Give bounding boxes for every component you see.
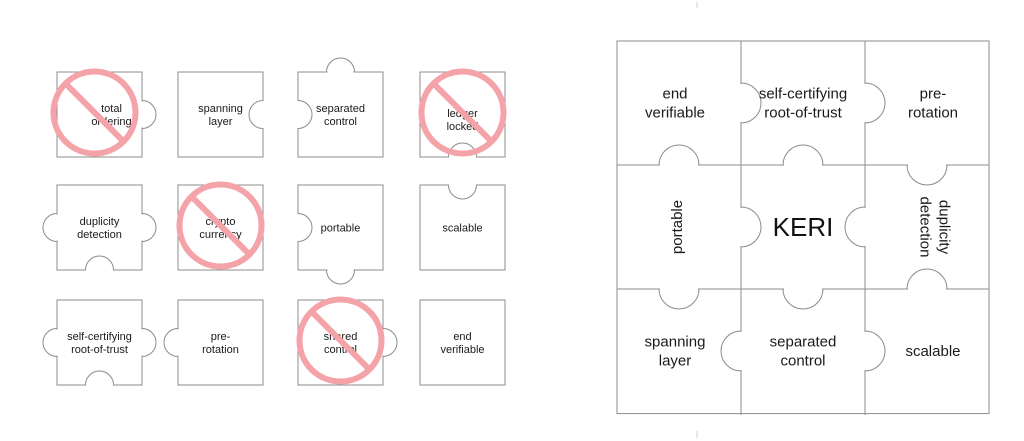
puzzle-piece-label: separated: [770, 334, 837, 351]
puzzle-knobs: [658, 82, 948, 372]
puzzle-piece-spanning-layer: spanning layer: [645, 334, 706, 370]
puzzle-piece-label: end: [662, 86, 687, 103]
puzzle-piece-label: control: [780, 353, 825, 370]
piece-scalable: scalable: [419, 169, 506, 271]
puzzle-piece-label: layer: [659, 353, 692, 370]
keri-assembled-puzzle: end verifiable self-certifying root-of-trus…: [616, 40, 990, 415]
piece-label: spanning: [198, 103, 243, 115]
candidate-pieces-grid: totalorderingspanninglayerseparatedcontr…: [42, 57, 507, 402]
puzzle-frame: [616, 40, 990, 415]
puzzle-piece-label: duplicity: [936, 200, 953, 255]
piece-label: self-certifying: [67, 331, 132, 343]
puzzle-piece-label: portable: [669, 200, 686, 254]
puzzle-piece-scalable: scalable: [905, 343, 960, 360]
puzzle-piece-label: root-of-trust: [764, 105, 842, 122]
keri-label: KERI: [773, 212, 834, 242]
puzzle-piece-label: rotation: [908, 105, 958, 122]
piece-label: portable: [321, 223, 361, 235]
piece-portable: portable: [282, 184, 384, 285]
puzzle-piece-keri: KERI: [773, 212, 834, 242]
piece-label: root-of-trust: [71, 344, 128, 356]
piece-label: end: [453, 331, 471, 343]
piece-label: control: [324, 116, 357, 128]
piece-label: verifiable: [440, 344, 484, 356]
puzzle-piece-self-certifying-root-of-trust: self-certifying root-of-trust: [759, 86, 847, 122]
puzzle-piece-label: scalable: [905, 343, 960, 360]
prohibited-icon: [418, 68, 507, 157]
puzzle-piece-label: spanning: [645, 334, 706, 351]
piece-label: detection: [77, 229, 122, 241]
puzzle-piece-separated-control: separated control: [770, 334, 837, 370]
piece-label: rotation: [202, 344, 239, 356]
puzzle-piece-label: verifiable: [645, 105, 705, 122]
puzzle-piece-end-verifiable: end verifiable: [645, 86, 705, 122]
piece-label: duplicity: [80, 216, 120, 228]
puzzle-piece-label: pre-: [920, 86, 947, 103]
piece-label: total: [101, 103, 122, 115]
puzzle-piece-portable: portable: [669, 200, 686, 254]
piece-label: separated: [316, 103, 365, 115]
piece-pre-rotation: pre-rotation: [163, 299, 264, 386]
puzzle-piece-pre-rotation: pre-rotation: [908, 86, 958, 122]
puzzle-piece-label: self-certifying: [759, 86, 847, 103]
piece-label: pre-: [211, 331, 231, 343]
prohibited-icon: [176, 181, 265, 270]
piece-label: layer: [209, 116, 233, 128]
prohibited-icon: [50, 68, 139, 157]
piece-label: scalable: [442, 223, 482, 235]
puzzle-piece-label: detection: [917, 197, 934, 258]
prohibited-icon: [296, 296, 385, 385]
